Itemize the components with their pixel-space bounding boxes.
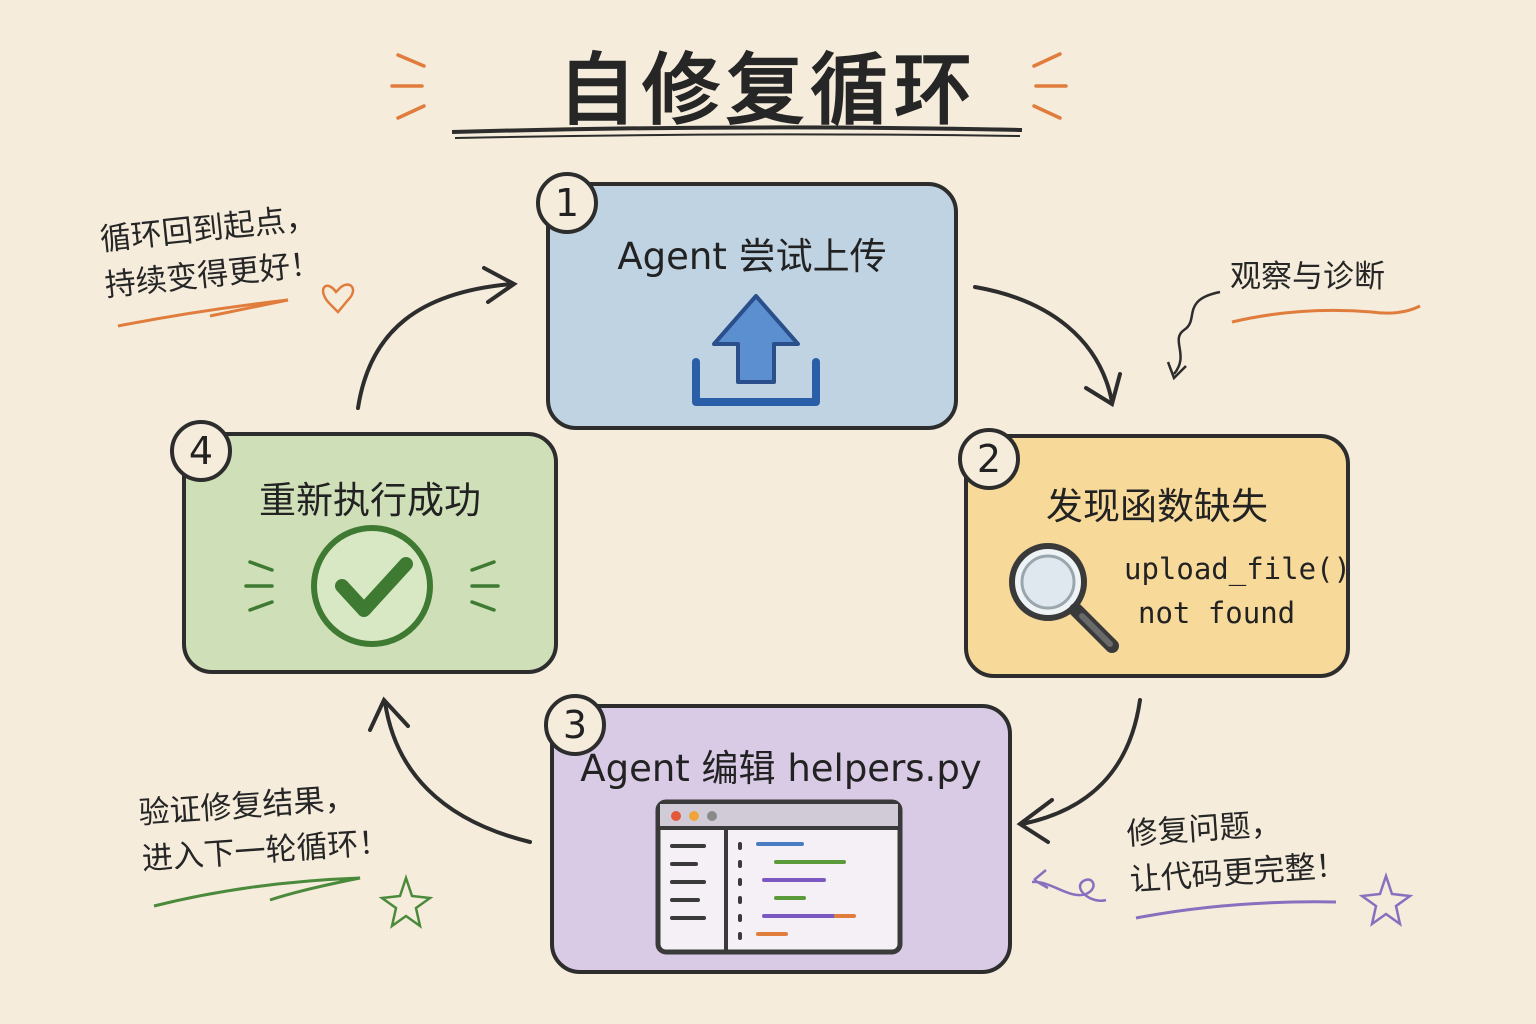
title-underline (451, 125, 1023, 134)
page-title: 自修复循环 (557, 46, 978, 136)
note-bottom-right-pointer (1031, 878, 1107, 902)
title-sparkle-right-icon (1032, 52, 1068, 120)
step1-badge: 1 (536, 172, 598, 234)
step4-badge: 4 (170, 420, 232, 482)
checkmark-circle-icon (244, 525, 500, 647)
step3-box: Agent 编辑 helpers.py (550, 704, 1012, 974)
note-top-right: 观察与诊断 (1230, 254, 1385, 300)
star-icon (378, 874, 434, 929)
error-code-line1: upload_file() (1124, 552, 1350, 586)
step3-badge: 3 (544, 694, 606, 756)
note-bottom-left-underline (153, 876, 361, 908)
magnifier-icon (1009, 543, 1119, 653)
step2-box: 发现函数缺失 upload_file() not found (964, 434, 1350, 678)
arrow-step3-to-step4 (368, 696, 532, 844)
note-bottom-left: 验证修复结果， 进入下一轮循环！ (137, 773, 391, 882)
note-bottom-right: 修复问题， 让代码更完整！ (1125, 797, 1348, 904)
step2-label: 发现函数缺失 (1046, 485, 1268, 528)
heart-icon (321, 283, 355, 314)
step3-label: Agent 编辑 helpers.py (580, 747, 982, 790)
step2-badge: 2 (958, 428, 1020, 490)
star-icon (1358, 872, 1414, 927)
note-top-right-pointer (1173, 290, 1221, 375)
upload-icon (692, 294, 820, 406)
arrow-step4-to-step1 (356, 266, 518, 410)
code-editor-icon (655, 799, 903, 955)
title-sparkle-left-icon (390, 53, 426, 120)
note-top-right-line1: 观察与诊断 (1230, 259, 1385, 295)
step4-box: 重新执行成功 (182, 432, 558, 674)
step1-box: Agent 尝试上传 (546, 182, 958, 430)
arrow-step2-to-step3 (1016, 698, 1142, 844)
arrow-step1-to-step2 (973, 285, 1122, 408)
error-code-line2: not found (1138, 596, 1296, 630)
note-top-left-underline (117, 298, 289, 328)
step1-label: Agent 尝试上传 (617, 235, 887, 278)
step4-label: 重新执行成功 (259, 479, 481, 522)
note-top-right-underline (1231, 304, 1421, 324)
note-bottom-right-underline (1135, 900, 1337, 920)
